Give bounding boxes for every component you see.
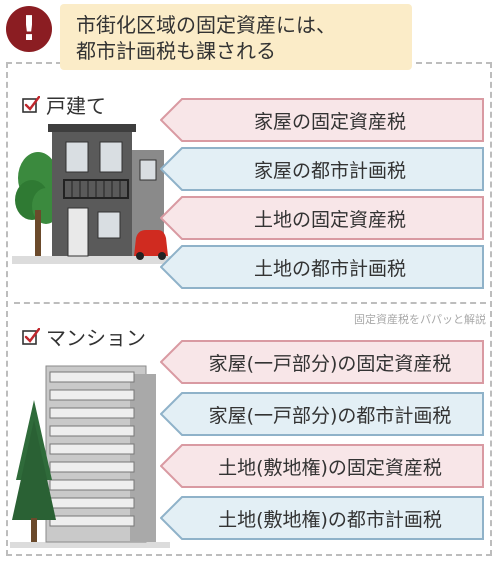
tax-item-label: 家屋(一戸部分)の固定資産税 (208, 352, 452, 375)
tax-item-label: 家屋の都市計画税 (253, 159, 406, 182)
checkbox-icon (22, 327, 40, 345)
tax-item-label: 土地(敷地権)の都市計画税 (218, 508, 442, 531)
headline: 市街化区域の固定資産には、 都市計画税も課される (60, 4, 412, 70)
tax-item-label: 家屋(一戸部分)の都市計画税 (208, 404, 452, 427)
tax-item-mansion-2: 家屋(一戸部分)の都市計画税 (160, 392, 484, 436)
tax-item-label: 家屋の固定資産税 (253, 110, 406, 133)
section-divider (14, 302, 486, 304)
tax-item-mansion-4: 土地(敷地権)の都市計画税 (160, 496, 484, 540)
tax-item-mansion-3: 土地(敷地権)の固定資産税 (160, 444, 484, 488)
tax-item-mansion-1: 家屋(一戸部分)の固定資産税 (160, 340, 484, 384)
tax-item-label: 土地の固定資産税 (253, 208, 406, 231)
tax-item-detached-3: 土地の固定資産税 (160, 196, 484, 240)
section-title-mansion: マンション (22, 322, 146, 351)
tax-item-detached-4: 土地の都市計画税 (160, 245, 484, 289)
section-title-mansion-label: マンション (46, 326, 146, 350)
checkbox-icon (22, 95, 40, 113)
tax-item-detached-2: 家屋の都市計画税 (160, 147, 484, 191)
section-title-detached-label: 戸建て (46, 94, 106, 118)
tax-item-label: 土地(敷地権)の固定資産税 (218, 456, 442, 479)
section-title-detached: 戸建て (22, 90, 106, 119)
mansion-illustration (10, 365, 170, 548)
exclamation-icon: ! (6, 6, 52, 52)
headline-line1: 市街化区域の固定資産には、 (76, 13, 336, 37)
tax-item-label: 土地の都市計画税 (253, 257, 406, 280)
tax-item-detached-1: 家屋の固定資産税 (160, 98, 484, 142)
headline-line2: 都市計画税も課される (76, 39, 276, 63)
house-illustration (12, 124, 172, 264)
watermark: 固定資産税をパパッと解説 (354, 313, 486, 326)
